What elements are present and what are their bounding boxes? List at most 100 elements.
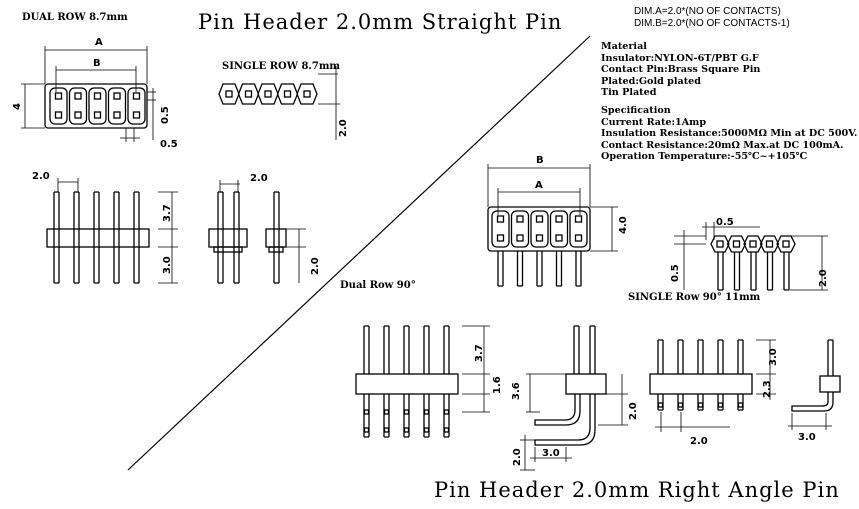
dim-20-side: 2.0 bbox=[32, 171, 50, 182]
dual-row-side-view bbox=[46, 178, 178, 284]
spec-heading: Specification bbox=[601, 105, 671, 116]
dim-05-ra-top: 0.5 bbox=[716, 217, 734, 228]
spec-line: Contact Resistance:20mΩ Max.at DC 100mA. bbox=[601, 139, 844, 151]
ra-dual-front-view bbox=[487, 164, 618, 287]
label-single-row-90: SINGLE Row 90° 11mm bbox=[628, 292, 761, 303]
pin-square bbox=[516, 234, 524, 242]
spec-line: Current Rate:1Amp bbox=[601, 116, 707, 128]
dim-20-ra-end: 2.0 bbox=[628, 402, 639, 420]
dim-23-ra-single: 2.3 bbox=[762, 380, 773, 398]
pin bbox=[516, 251, 524, 287]
dim-30-ra-single-end: 3.0 bbox=[798, 432, 816, 443]
pin-square bbox=[74, 92, 82, 100]
pin bbox=[73, 191, 80, 284]
dim-B-top: B bbox=[93, 58, 101, 69]
material-line: Insulator:NYLON-6T/PBT G.F bbox=[601, 52, 759, 64]
pin-square bbox=[403, 409, 410, 415]
pin bbox=[363, 325, 370, 374]
pin-square bbox=[732, 240, 741, 248]
material-line: Plated:Gold plated bbox=[601, 75, 701, 87]
pin bbox=[536, 251, 543, 287]
single-row-top-view bbox=[218, 66, 340, 140]
dim-20-ra-single-bottom: 2.0 bbox=[690, 436, 708, 447]
pin bbox=[53, 191, 60, 284]
pin-square bbox=[697, 402, 704, 408]
pin-square bbox=[535, 215, 544, 223]
pin-cell bbox=[491, 210, 510, 248]
pin-square bbox=[383, 409, 390, 415]
pin bbox=[403, 325, 410, 374]
pin-square bbox=[363, 409, 370, 415]
pin-square bbox=[555, 215, 563, 223]
pin-cell bbox=[569, 210, 588, 248]
pin-cell bbox=[49, 87, 68, 125]
pin-cell bbox=[237, 83, 260, 105]
pin bbox=[697, 339, 704, 374]
pin bbox=[737, 339, 744, 374]
pin bbox=[750, 252, 757, 291]
dual-row-end-view bbox=[208, 180, 248, 284]
pin-cell bbox=[710, 235, 730, 253]
pin-square bbox=[54, 92, 63, 100]
dim-20-single: 2.0 bbox=[338, 119, 349, 137]
dim-note-a: DIM.A=2.0*(NO OF CONTACTS) bbox=[634, 6, 781, 17]
label-dual-row-90: Dual Row 90° bbox=[340, 280, 416, 291]
ra-single-end-view bbox=[788, 339, 841, 430]
dim-05-ra-left: 0.5 bbox=[670, 264, 681, 282]
pin-square bbox=[496, 234, 505, 242]
pin bbox=[717, 339, 724, 374]
pin-square bbox=[749, 240, 757, 248]
divider-line bbox=[127, 35, 591, 471]
pin-cell bbox=[257, 83, 279, 105]
dim-05-bottom: 0.5 bbox=[160, 139, 178, 150]
pin-square bbox=[535, 234, 544, 242]
pin bbox=[657, 339, 664, 374]
pin-square bbox=[225, 90, 233, 98]
pin-square bbox=[737, 402, 744, 408]
label-dual-row: DUAL ROW 8.7mm bbox=[22, 12, 128, 23]
dim-20-end: 2.0 bbox=[250, 173, 268, 184]
pin bbox=[497, 251, 504, 287]
pin bbox=[783, 252, 790, 291]
pin-square bbox=[657, 402, 664, 408]
title-right-angle: Pin Header 2.0mm Right Angle Pin bbox=[434, 478, 840, 502]
pin-square bbox=[574, 215, 583, 223]
material-heading: Material bbox=[601, 41, 647, 52]
dim-05-right: 0.5 bbox=[160, 106, 171, 124]
dim-20-ra-single: 2.0 bbox=[818, 269, 829, 287]
pin-square bbox=[132, 111, 141, 119]
pin-square bbox=[574, 234, 583, 242]
pin-square bbox=[677, 402, 684, 408]
pin-square bbox=[496, 215, 505, 223]
pin-cell bbox=[549, 210, 569, 248]
dim-notes: DIM.A=2.0*(NO OF CONTACTS) DIM.B=2.0*(NO… bbox=[634, 6, 790, 30]
pin bbox=[133, 191, 140, 284]
pin-square bbox=[383, 427, 390, 433]
pin-square bbox=[283, 90, 292, 98]
pin bbox=[766, 252, 774, 291]
pin bbox=[677, 339, 684, 374]
single-row-end-view bbox=[265, 191, 306, 284]
pin-square bbox=[363, 427, 370, 433]
pin bbox=[383, 325, 390, 374]
dim-16-ra: 1.6 bbox=[492, 376, 503, 394]
pin bbox=[733, 252, 741, 291]
pin-square bbox=[113, 111, 121, 119]
pin-square bbox=[244, 90, 253, 98]
ra-dual-end-view bbox=[520, 325, 628, 471]
ra-dual-side-view bbox=[355, 325, 490, 438]
pin-square bbox=[516, 215, 524, 223]
pin bbox=[93, 191, 100, 284]
material-block: Material Insulator:NYLON-6T/PBT G.F Cont… bbox=[601, 41, 760, 99]
dim-20-ra-bottom: 2.0 bbox=[512, 448, 523, 466]
pin-cell bbox=[759, 235, 780, 253]
pin-square bbox=[717, 402, 724, 408]
pin-square bbox=[423, 427, 430, 433]
pin-cell bbox=[218, 83, 240, 105]
material-line: Contact Pin:Brass Square Pin bbox=[601, 64, 761, 75]
pin-square bbox=[403, 427, 410, 433]
pin-square bbox=[132, 92, 141, 100]
dim-37-side: 3.7 bbox=[162, 204, 173, 222]
pin-cell bbox=[776, 235, 796, 253]
